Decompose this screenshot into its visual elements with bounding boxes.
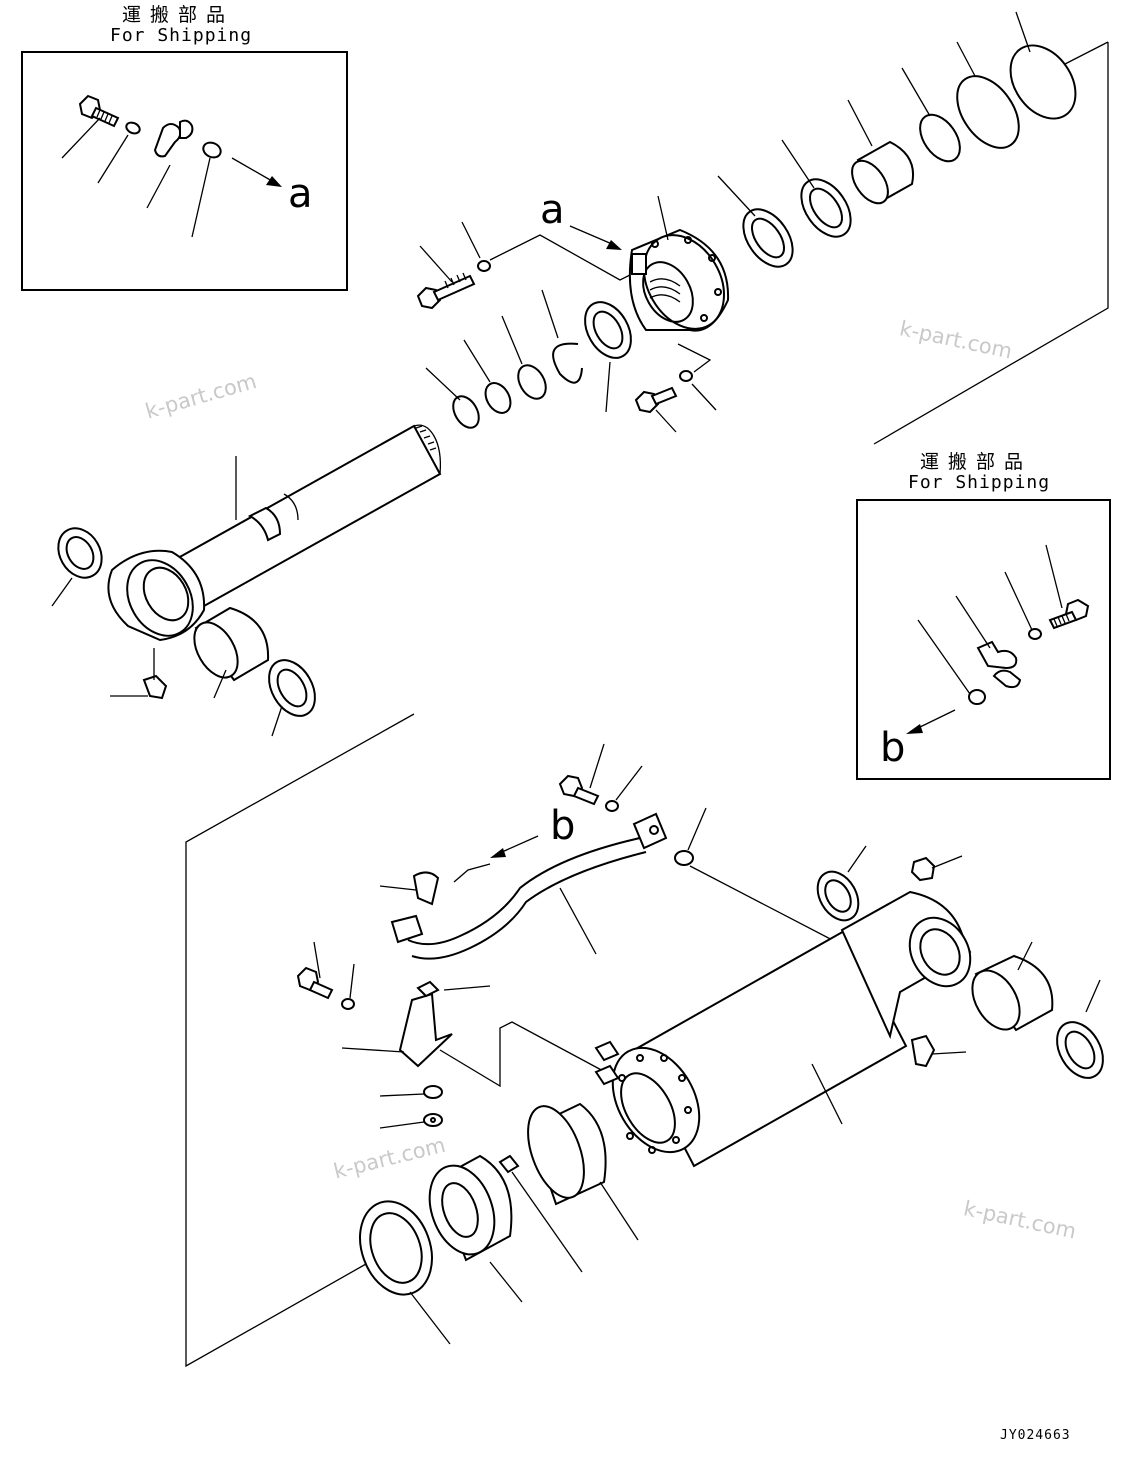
rod-eye [107,549,206,642]
ref-letter-b-main: b [550,803,576,849]
box-b-oring [968,689,986,705]
pipe-oring [674,807,707,866]
large-ring [1009,44,1077,120]
shipping-label-jp-b: 運搬部品 [920,451,1033,473]
tube-grease-fitting-bottom [910,1034,967,1068]
box-a-bolt [78,94,120,128]
tube-bushing [971,954,1054,1032]
upper-rings [717,11,1077,268]
drawing-number: JY024663 [1000,1428,1071,1443]
pipe-bolt [558,743,643,812]
set-screw [498,1154,520,1174]
piston [428,1154,513,1262]
upper-dust-seal [800,178,852,238]
rod-packing [584,301,632,359]
shipping-box-a [21,51,348,291]
tube-dust-seal-top [816,870,860,922]
tube-dust-seal-right [1056,1021,1104,1079]
head-bolt-lower [634,370,717,433]
rod-bushing [193,606,270,682]
snap-ring-top [919,113,961,163]
snap-ring-mid [552,342,583,384]
shipping-box-b [856,499,1111,780]
cylinder-tube [594,890,972,1168]
upper-bushing [851,140,914,205]
box-b-clamp [976,640,1022,689]
hydraulic-pipe [390,812,668,960]
rod-grease-fitting [142,648,168,700]
piston-seal [359,1200,433,1296]
bracket-bolt [296,941,355,1010]
bracket [341,980,491,1068]
cylinder-head [628,195,730,332]
tube-grease-fitting-top [910,855,963,882]
upper-seal [742,208,794,268]
ref-letter-b-box: b [880,725,906,771]
upper-frame-outline [489,41,1109,445]
shipping-label-jp-a: 運搬部品 [122,4,235,26]
box-a-clamp [153,119,194,158]
shipping-label-en-a: For Shipping [110,25,253,46]
backup-ring [956,75,1020,149]
rod-eye-parts [51,527,316,737]
shipping-label-en-b: For Shipping [908,472,1051,493]
mid-oring [517,364,547,400]
rod-dust-seal-left [57,527,103,579]
piston-seals [359,1102,639,1345]
arrow-b-lower [501,835,539,853]
tube-flange [611,1046,701,1154]
rod-seals [425,289,632,429]
mid-oring-2 [452,395,480,429]
head-bolt-upper [416,221,491,310]
rod-dust-seal-right [268,659,316,717]
wear-ring-large [527,1102,607,1206]
tube-end-parts [816,845,1104,1079]
ref-letter-a-box: a [288,171,313,217]
lower-frame-outline [185,713,841,1368]
box-b-bolt [1048,598,1090,630]
mid-disc [484,382,512,414]
bracket-washers [379,1085,443,1129]
piston-rod [107,424,442,642]
ref-letter-a-main: a [540,187,565,233]
pipe-clip [379,871,440,906]
box-a-oring [202,141,222,159]
box-a-washer [125,121,141,135]
arrow-a-upper [569,225,613,245]
tube-head-block [840,890,972,1040]
box-b-washer [1028,628,1042,640]
